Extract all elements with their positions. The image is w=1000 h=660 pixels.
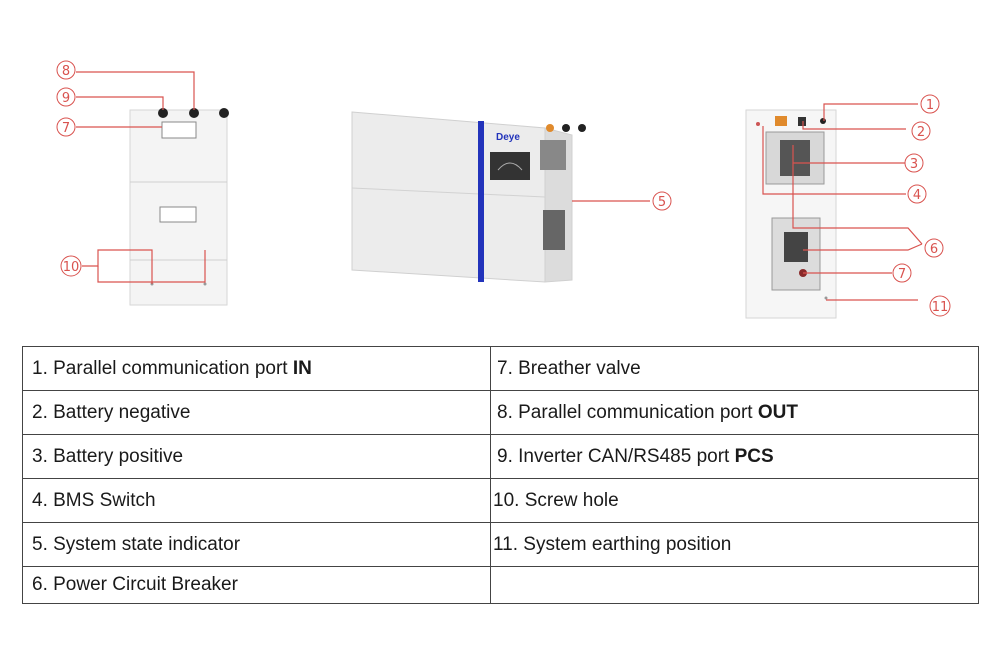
svg-text:5: 5 xyxy=(658,195,666,210)
legend-row: 3. Battery positive 9. Inverter CAN/RS48… xyxy=(22,434,979,479)
svg-text:6: 6 xyxy=(930,242,938,257)
legend-item-4: 4. BMS Switch xyxy=(22,478,491,523)
legend-item-5: 5. System state indicator xyxy=(22,522,491,567)
callout-11: 11 xyxy=(929,295,951,317)
deye-logo: Deye xyxy=(496,132,520,143)
callout-3: 3 xyxy=(904,153,924,173)
legend-item-9: 9. Inverter CAN/RS485 port PCS xyxy=(490,434,979,479)
legend-item-8: 8. Parallel communication port OUT xyxy=(490,390,979,435)
legend-item-1: 1. Parallel communication port IN xyxy=(22,346,491,391)
callout-7-right: 7 xyxy=(892,263,912,283)
callout-6: 6 xyxy=(924,238,944,258)
front-panel-unit xyxy=(745,109,837,319)
svg-text:4: 4 xyxy=(913,188,921,203)
side-view-unit xyxy=(129,108,229,306)
svg-text:3: 3 xyxy=(910,157,918,172)
callout-10: 10 xyxy=(60,255,82,277)
callout-1: 1 xyxy=(920,94,940,114)
callout-7-left: 7 xyxy=(56,117,76,137)
svg-text:9: 9 xyxy=(62,91,70,106)
svg-text:1: 1 xyxy=(926,98,934,113)
legend-item-3: 3. Battery positive xyxy=(22,434,491,479)
legend-row: 2. Battery negative 8. Parallel communic… xyxy=(22,390,979,435)
legend-item-10: 10. Screw hole xyxy=(490,478,979,523)
callout-5: 5 xyxy=(652,191,672,211)
svg-text:11: 11 xyxy=(932,300,949,315)
svg-text:10: 10 xyxy=(63,260,80,275)
battery-diagram: Deye 8 9 7 10 xyxy=(56,60,951,319)
svg-text:7: 7 xyxy=(62,121,70,136)
callout-8: 8 xyxy=(56,60,76,80)
legend-row: 6. Power Circuit Breaker xyxy=(22,566,979,604)
right-callout-lines xyxy=(762,103,923,301)
legend-empty-cell xyxy=(490,566,979,604)
legend-item-6: 6. Power Circuit Breaker xyxy=(22,566,491,604)
left-callout-lines xyxy=(76,71,206,284)
legend-row: 1. Parallel communication port IN 7. Bre… xyxy=(22,346,979,391)
legend-item-11: 11. System earthing position xyxy=(490,522,979,567)
svg-text:8: 8 xyxy=(62,64,70,79)
callout-9: 9 xyxy=(56,87,76,107)
svg-text:7: 7 xyxy=(898,267,906,282)
svg-text:2: 2 xyxy=(917,125,925,140)
callout-4: 4 xyxy=(907,184,927,204)
legend-table: 1. Parallel communication port IN 7. Bre… xyxy=(22,346,979,604)
legend-item-7: 7. Breather valve xyxy=(490,346,979,391)
callout-2: 2 xyxy=(911,121,931,141)
legend-item-2: 2. Battery negative xyxy=(22,390,491,435)
battery-unit-image xyxy=(351,111,586,283)
legend-row: 5. System state indicator 11. System ear… xyxy=(22,522,979,567)
legend-row: 4. BMS Switch 10. Screw hole xyxy=(22,478,979,523)
